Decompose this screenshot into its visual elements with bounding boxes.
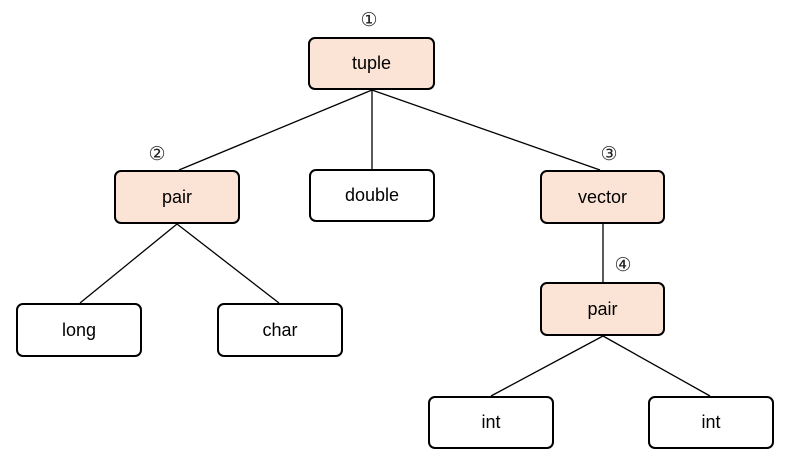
edge-pair-int-left <box>490 335 604 397</box>
node-vector: vector <box>540 170 665 224</box>
marker-4: ④ <box>614 254 632 276</box>
node-inner-pair: pair <box>540 282 665 336</box>
edge-tuple-pair <box>178 89 373 171</box>
node-int-right: int <box>648 396 774 449</box>
node-pair: pair <box>114 170 240 224</box>
node-double: double <box>309 169 435 222</box>
node-long: long <box>16 303 142 357</box>
edge-pair-char <box>176 223 280 304</box>
node-int-left: int <box>428 396 554 449</box>
marker-3: ③ <box>600 143 618 165</box>
node-char: char <box>217 303 343 357</box>
edge-tuple-vector <box>371 89 601 171</box>
edge-pair-long <box>79 223 178 304</box>
marker-1: ① <box>360 9 378 31</box>
node-tuple: tuple <box>308 37 435 90</box>
marker-2: ② <box>148 143 166 165</box>
edge-pair-int-right <box>602 335 711 397</box>
